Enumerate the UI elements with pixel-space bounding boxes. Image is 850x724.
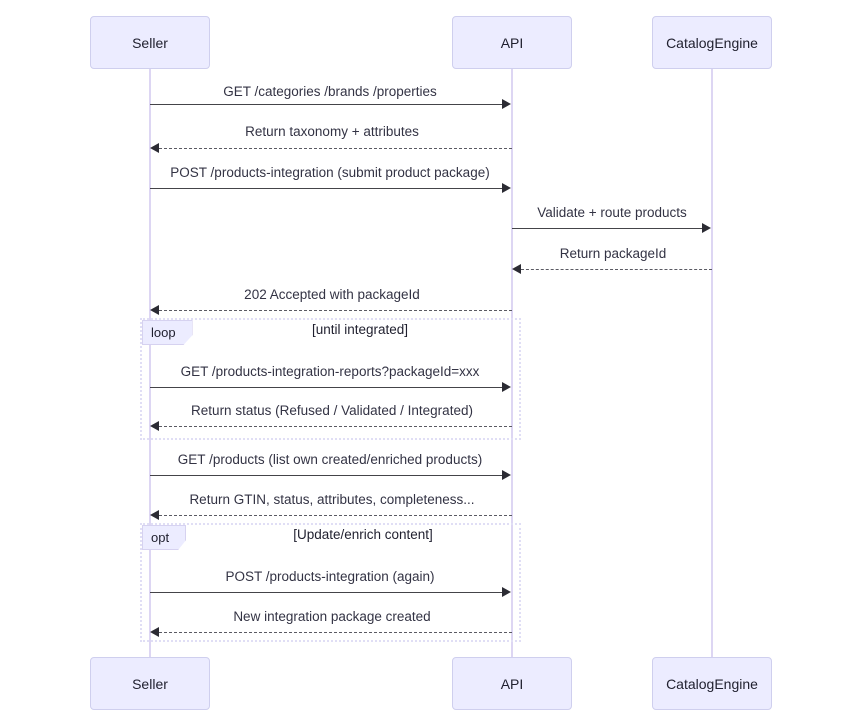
message-line-8 <box>159 426 512 427</box>
participant-label: Seller <box>132 34 168 51</box>
participant-catalogengine-top[interactable]: CatalogEngine <box>652 16 772 69</box>
message-label-1: GET /categories /brands /properties <box>223 84 437 99</box>
message-label-2: Return taxonomy + attributes <box>245 124 419 139</box>
message-arrowhead-6 <box>150 305 159 315</box>
message-arrowhead-10 <box>150 510 159 520</box>
loop-condition-text: [until integrated] <box>311 322 409 337</box>
message-label-5: Return packageId <box>559 246 667 261</box>
participant-label: CatalogEngine <box>666 675 758 692</box>
participant-label: API <box>500 34 524 51</box>
loop-fragment-tab: loop <box>142 320 193 345</box>
message-label-11: POST /products-integration (again) <box>225 569 435 584</box>
lifeline-api <box>511 69 513 657</box>
message-label-12: New integration package created <box>233 609 431 624</box>
message-label-7: GET /products-integration-reports?packag… <box>180 364 480 379</box>
participant-label: API <box>500 675 524 692</box>
message-label-8: Return status (Refused / Validated / Int… <box>191 403 473 418</box>
participant-label: Seller <box>132 675 168 692</box>
message-line-2 <box>159 148 512 149</box>
participant-api-top[interactable]: API <box>452 16 572 69</box>
participant-seller-top[interactable]: Seller <box>90 16 210 69</box>
loop-fragment-kind-label: loop <box>151 325 176 340</box>
message-line-10 <box>159 515 512 516</box>
message-arrowhead-5 <box>512 264 521 274</box>
message-label-3: POST /products-integration (submit produ… <box>170 165 490 180</box>
message-arrowhead-4 <box>702 223 711 233</box>
message-line-9 <box>150 475 503 476</box>
message-line-6 <box>159 310 512 311</box>
loop-fragment-condition: [until integrated] <box>240 322 480 337</box>
participant-api-bottom[interactable]: API <box>452 657 572 710</box>
opt-fragment-kind-label: opt <box>151 530 170 545</box>
message-arrowhead-12 <box>150 627 159 637</box>
message-line-12 <box>159 632 512 633</box>
message-label-4: Validate + route products <box>537 205 687 220</box>
lifeline-catalogengine <box>711 69 713 657</box>
message-arrowhead-7 <box>502 382 511 392</box>
participant-seller-bottom[interactable]: Seller <box>90 657 210 710</box>
message-line-5 <box>521 269 712 270</box>
message-line-4 <box>512 228 703 229</box>
message-arrowhead-2 <box>150 143 159 153</box>
message-arrowhead-1 <box>502 99 511 109</box>
opt-fragment-condition: [Update/enrich content] <box>233 527 493 542</box>
message-line-3 <box>150 188 503 189</box>
message-arrowhead-3 <box>502 183 511 193</box>
opt-fragment-tab: opt <box>142 525 187 550</box>
opt-condition-text: [Update/enrich content] <box>293 527 433 542</box>
message-line-1 <box>150 104 503 105</box>
message-label-9: GET /products (list own created/enriched… <box>177 452 483 467</box>
participant-label: CatalogEngine <box>666 34 758 51</box>
participant-catalogengine-bottom[interactable]: CatalogEngine <box>652 657 772 710</box>
message-arrowhead-8 <box>150 421 159 431</box>
message-arrowhead-11 <box>502 587 511 597</box>
message-label-10: Return GTIN, status, attributes, complet… <box>189 492 475 507</box>
message-arrowhead-9 <box>502 470 511 480</box>
message-label-6: 202 Accepted with packageId <box>244 287 420 302</box>
message-line-7 <box>150 387 503 388</box>
lifeline-seller <box>149 69 151 657</box>
message-line-11 <box>150 592 503 593</box>
